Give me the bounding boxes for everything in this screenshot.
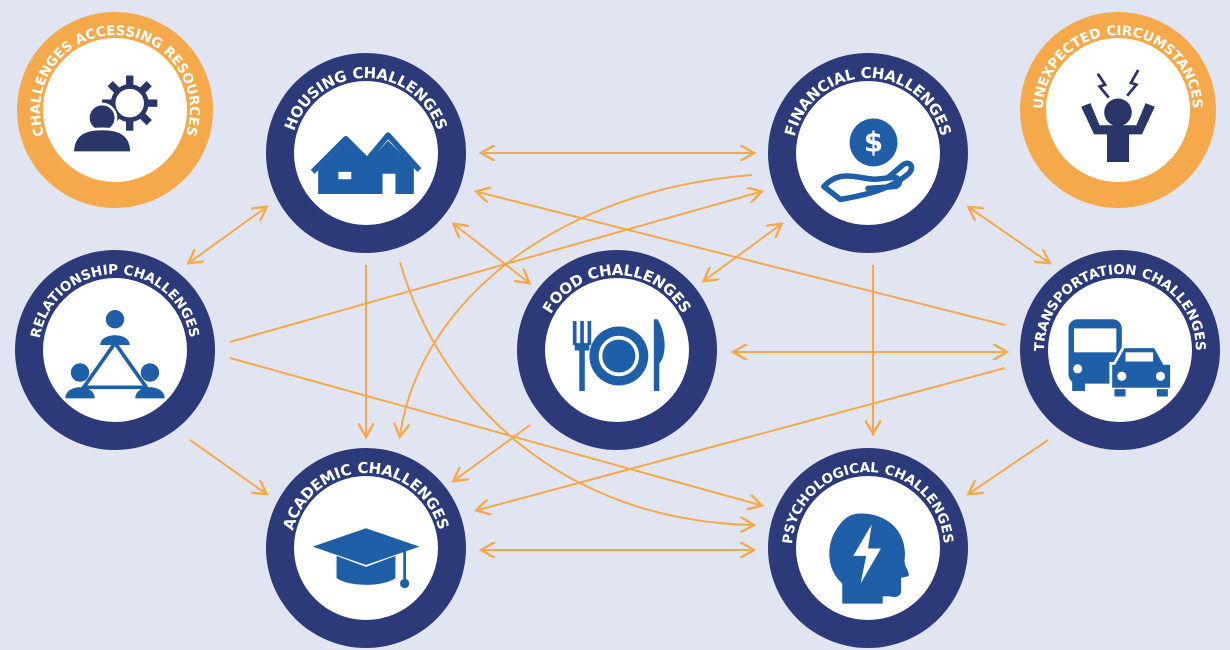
arrow-financial-food	[705, 225, 780, 280]
svg-text:$: $	[864, 126, 883, 159]
node-access: CHALLENGES ACCESSING RESOURCES	[17, 12, 213, 208]
arrow-food-academic	[455, 424, 531, 480]
node-center	[43, 278, 187, 422]
node-relationship: RELATIONSHIP CHALLENGES	[15, 250, 215, 450]
head-lightning-icon	[829, 513, 909, 604]
node-unexpected: UNEXPECTED CIRCUMSTANCES	[1020, 12, 1216, 208]
arrow-relationship-financial	[229, 192, 760, 343]
node-transportation: TRANSPORTATION CHALLENGES	[1020, 250, 1220, 450]
arrow-transportation-academic	[478, 367, 1006, 510]
people-network-icon	[65, 310, 165, 399]
node-housing: HOUSING CHALLENGES	[266, 53, 466, 253]
bus-car-icon	[1068, 319, 1173, 397]
stressed-person-icon	[1081, 69, 1155, 162]
arrow-housing-food	[455, 225, 528, 282]
arrow-relationship-psychological	[229, 357, 760, 505]
plate-utensils-icon	[572, 319, 665, 391]
person-gear-icon	[71, 75, 158, 155]
node-food: FOOD CHALLENGES	[517, 250, 717, 450]
node-psychological: PSYCHOLOGICAL CHALLENGES	[768, 448, 968, 648]
arrow-relationship-academic	[189, 439, 265, 493]
arrow-housing-relationship	[190, 208, 265, 262]
arrow-housing-psychological	[399, 261, 752, 525]
node-financial: FINANCIAL CHALLENGES $	[768, 53, 968, 253]
arrow-financial-academic	[400, 174, 753, 435]
node-center	[294, 81, 438, 225]
house-icon	[310, 132, 422, 194]
hand-coin-icon: $	[821, 118, 915, 203]
arrow-financial-transportation	[970, 208, 1048, 262]
arrow-transportation-psychological	[970, 439, 1049, 493]
challenge-nodes: CHALLENGES ACCESSING RESOURCES HOUSING C…	[15, 12, 1220, 648]
connection-arrows	[190, 153, 1048, 550]
node-academic: ACADEMIC CHALLENGES	[266, 448, 466, 648]
graduation-cap-icon	[312, 528, 420, 589]
